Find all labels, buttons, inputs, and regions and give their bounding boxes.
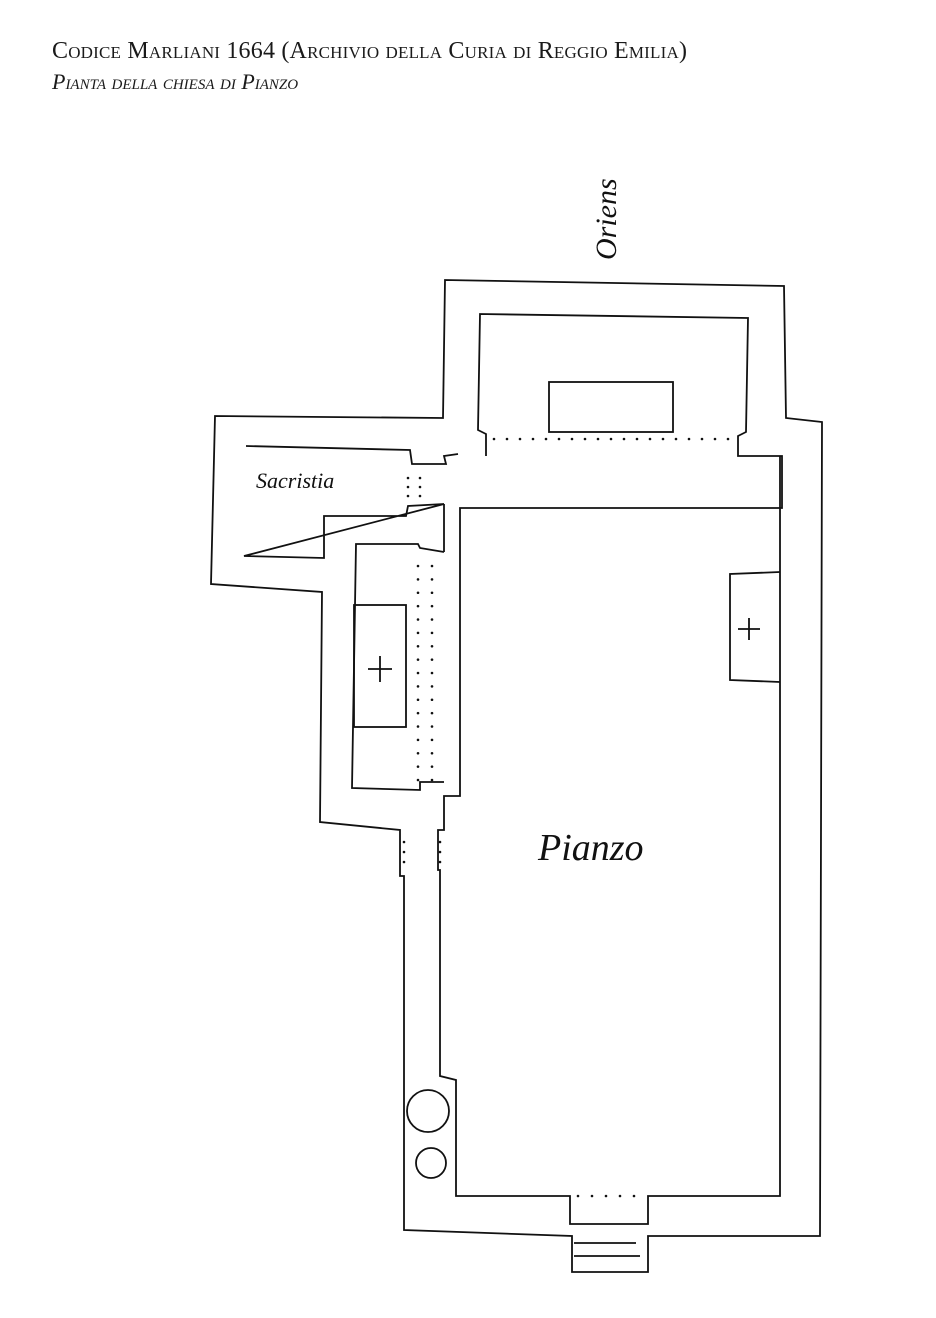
- dot-mark: [430, 604, 434, 608]
- dot-mark: [700, 437, 704, 441]
- dot-mark: [518, 437, 522, 441]
- document-subtitle: Pianta della chiesa di Pianzo: [52, 69, 299, 94]
- outer-wall-outline: [210, 279, 823, 1273]
- dot-mark: [632, 1194, 636, 1198]
- dot-mark: [416, 698, 420, 702]
- chapel-rail-dots: [416, 564, 434, 782]
- dot-mark: [430, 631, 434, 635]
- dot-mark: [416, 604, 420, 608]
- dot-mark: [438, 850, 442, 854]
- dot-mark: [430, 564, 434, 568]
- dot-mark: [557, 437, 561, 441]
- choir-inner-wall: [437, 313, 783, 1225]
- high-altar: [548, 381, 674, 433]
- dot-mark: [438, 860, 442, 864]
- dot-mark: [687, 437, 691, 441]
- dot-mark: [438, 840, 442, 844]
- dot-mark: [570, 437, 574, 441]
- dot-mark: [416, 738, 420, 742]
- dot-mark: [416, 618, 420, 621]
- dot-mark: [430, 778, 434, 782]
- dot-mark: [416, 658, 420, 661]
- dot-mark: [726, 437, 730, 441]
- dot-mark: [416, 631, 420, 635]
- dot-mark: [430, 725, 434, 728]
- dot-mark: [430, 578, 434, 581]
- dot-mark: [430, 698, 434, 702]
- dot-mark: [430, 671, 434, 675]
- dot-mark: [430, 751, 434, 755]
- nave-label: Pianzo: [537, 827, 644, 869]
- dot-mark: [418, 476, 422, 480]
- nave-side-altar-cross-icon: [738, 618, 760, 640]
- dot-mark: [609, 437, 613, 441]
- dot-mark: [622, 437, 626, 441]
- door-dots: [402, 476, 636, 1198]
- side-chapel-altar: [353, 604, 407, 728]
- dot-mark: [618, 1194, 622, 1198]
- dot-mark: [418, 485, 422, 489]
- dot-mark: [416, 578, 420, 581]
- document-header: Codice Marliani 1664 (Archivio della Cur…: [52, 34, 687, 96]
- dot-mark: [635, 437, 639, 441]
- dot-mark: [648, 437, 652, 441]
- dot-mark: [416, 725, 420, 728]
- dot-mark: [430, 738, 434, 742]
- dot-mark: [430, 658, 434, 661]
- side-chapel-inner-wall: [351, 543, 445, 791]
- sacristy-label: Sacristia: [256, 468, 334, 493]
- dot-mark: [416, 778, 420, 782]
- dot-mark: [583, 437, 587, 441]
- sacristy-inner-wall: [243, 445, 459, 559]
- document-title: Codice Marliani 1664 (Archivio della Cur…: [52, 38, 688, 64]
- baptismal-font-large: [406, 1089, 450, 1133]
- dot-mark: [416, 671, 420, 675]
- dot-mark: [416, 564, 420, 568]
- dot-mark: [402, 840, 406, 844]
- dot-mark: [596, 437, 600, 441]
- dot-mark: [416, 644, 420, 648]
- dot-mark: [430, 618, 434, 621]
- dot-mark: [416, 685, 420, 688]
- dot-mark: [590, 1194, 594, 1198]
- dot-mark: [430, 644, 434, 648]
- dot-mark: [418, 494, 422, 498]
- dot-mark: [402, 860, 406, 864]
- dot-mark: [713, 437, 717, 441]
- oriens-label: Oriens: [590, 178, 623, 260]
- dot-mark: [430, 591, 434, 595]
- dot-mark: [661, 437, 665, 441]
- dot-mark: [416, 765, 420, 768]
- dot-mark: [531, 437, 535, 441]
- dot-mark: [576, 1194, 580, 1198]
- dot-mark: [406, 494, 410, 498]
- baptismal-font-small: [415, 1147, 447, 1179]
- dot-mark: [416, 591, 420, 595]
- dot-mark: [416, 711, 420, 715]
- dot-mark: [430, 765, 434, 768]
- dot-mark: [544, 437, 548, 441]
- dot-mark: [505, 437, 509, 441]
- dot-mark: [604, 1194, 608, 1198]
- nave-side-altar: [729, 571, 781, 683]
- dot-mark: [430, 685, 434, 688]
- dot-mark: [406, 485, 410, 489]
- dot-mark: [430, 711, 434, 715]
- dot-mark: [492, 437, 496, 441]
- oriens-label-group: Oriens: [590, 178, 623, 260]
- side-chapel-altar-cross-icon: [368, 656, 392, 682]
- dot-mark: [402, 850, 406, 854]
- dot-mark: [674, 437, 678, 441]
- altar-rail-dots: [492, 437, 730, 441]
- entrance-steps: [574, 1242, 640, 1257]
- dot-mark: [416, 751, 420, 755]
- dot-mark: [406, 476, 410, 480]
